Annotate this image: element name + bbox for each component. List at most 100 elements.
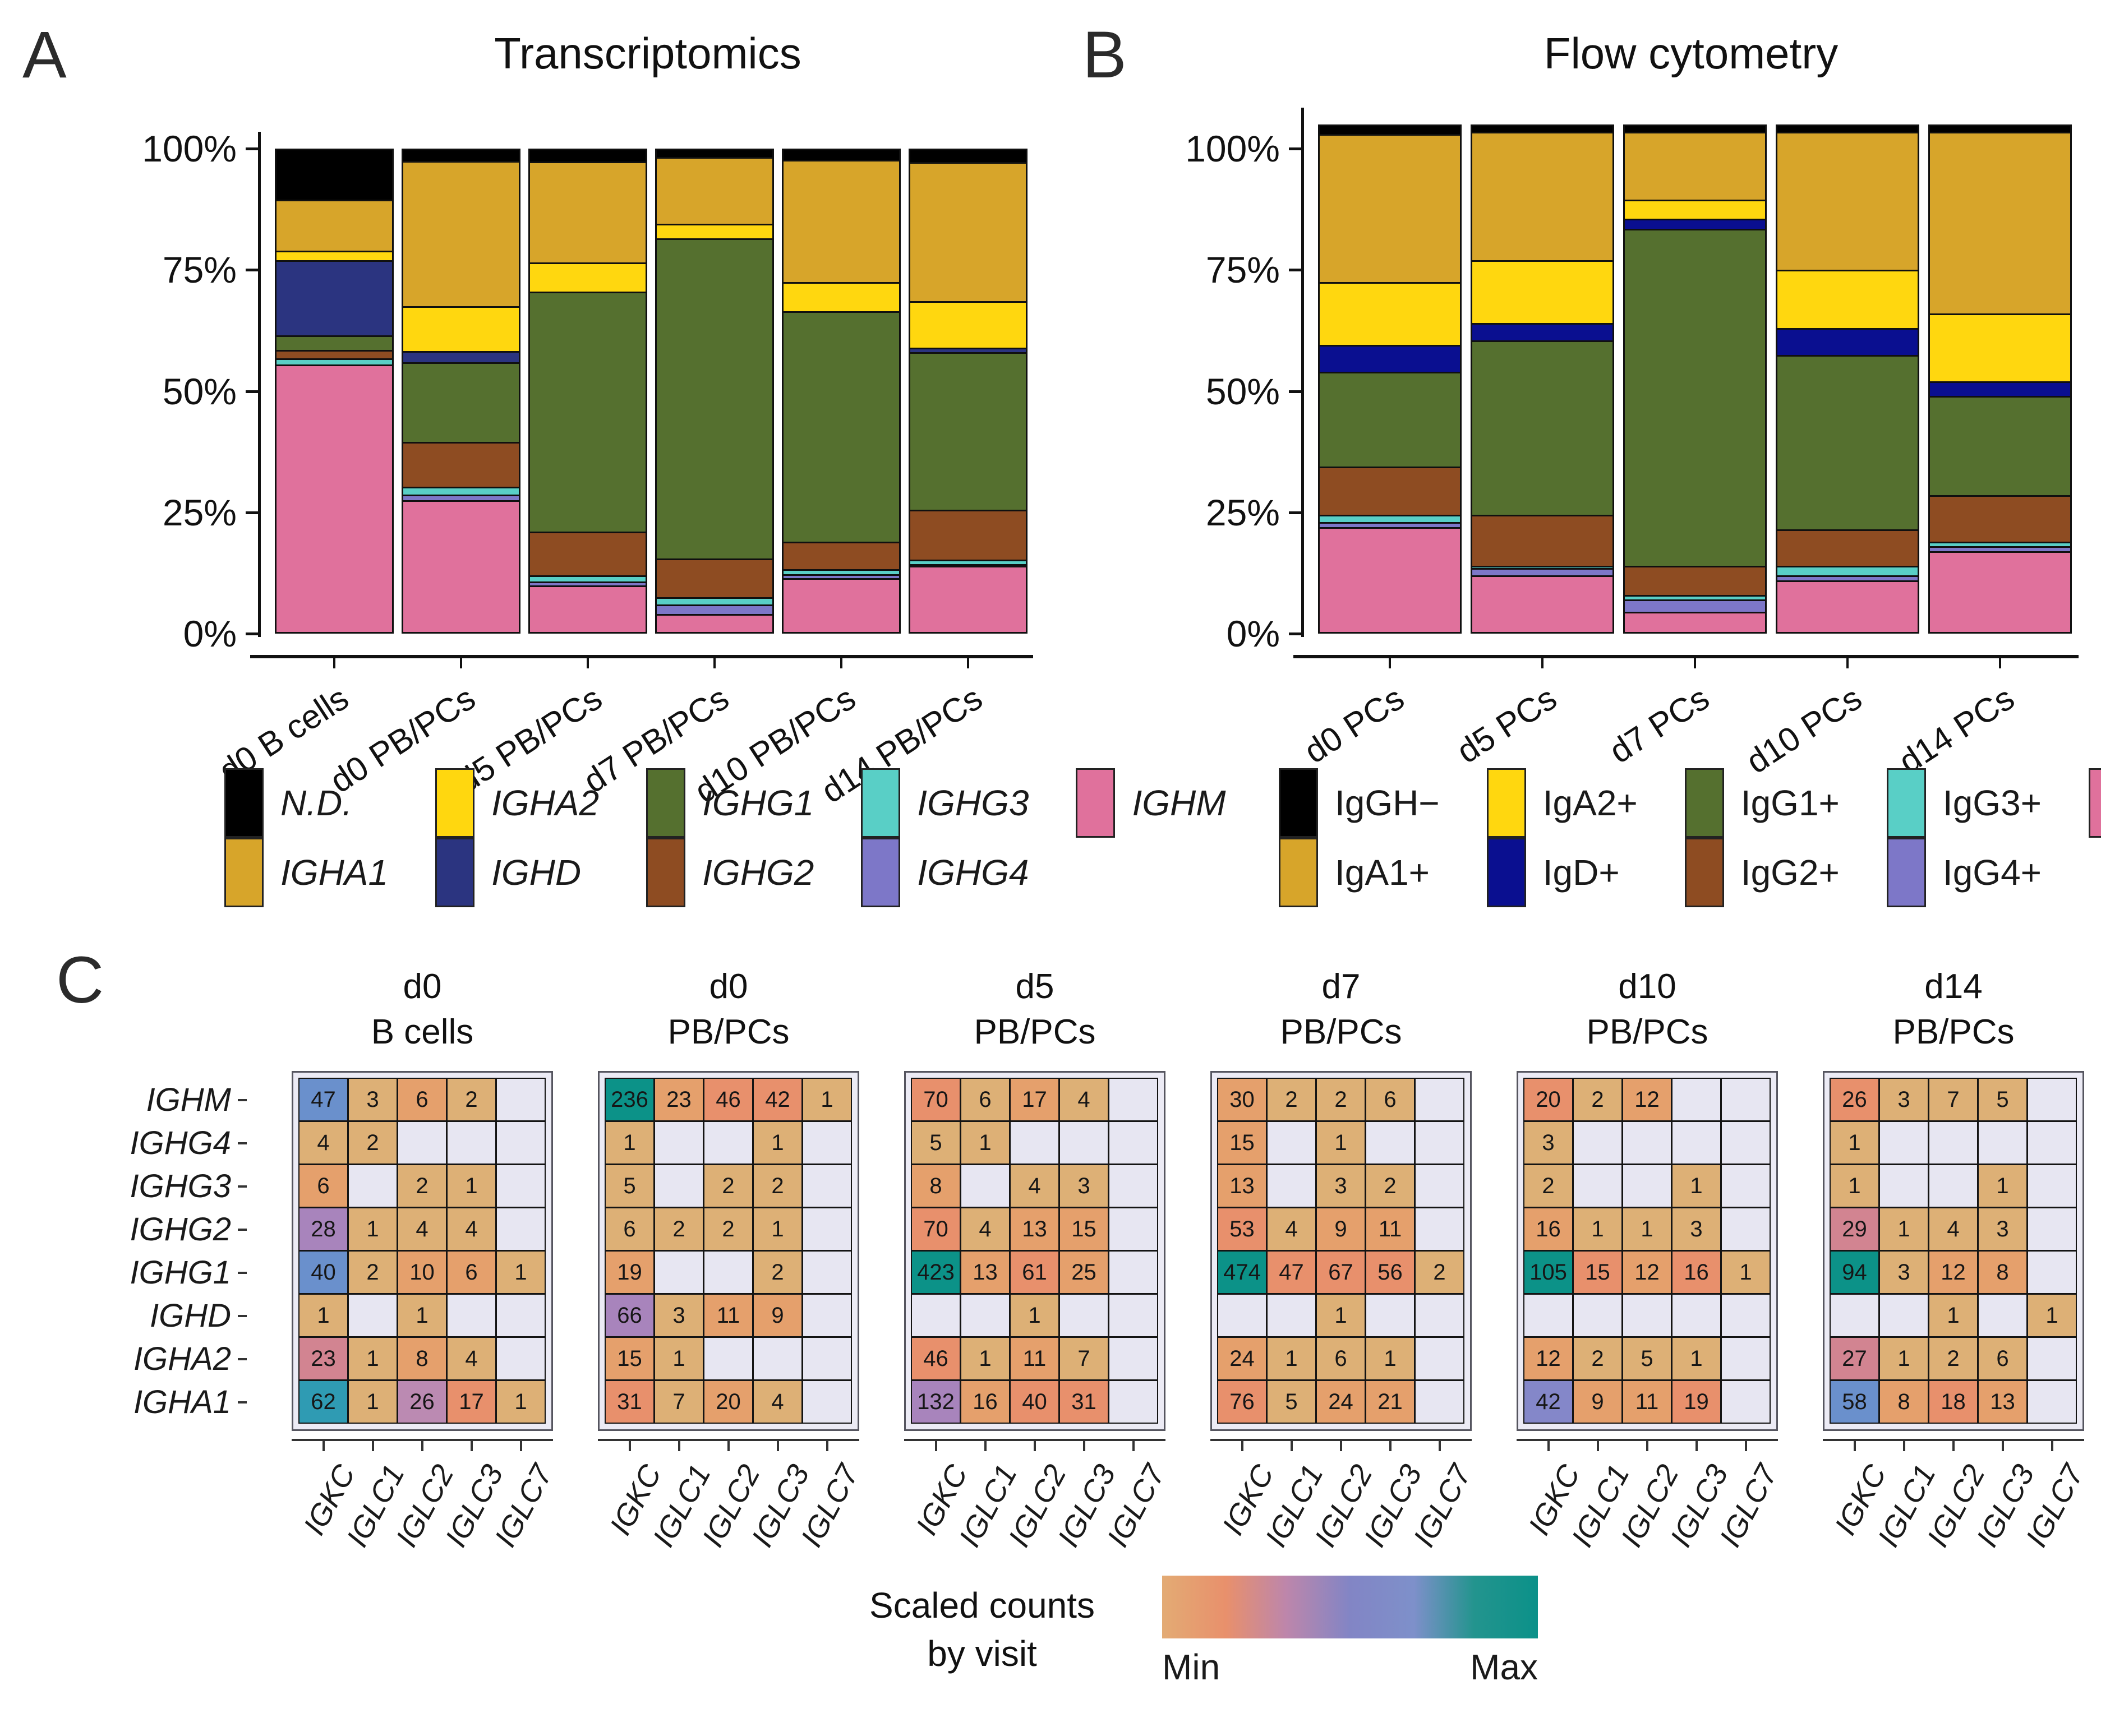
heatmap-cell: 27 [1830,1337,1879,1381]
heatmap-cell: 3 [1879,1250,1929,1294]
bar-segment-IGHG2 [402,442,520,488]
heatmap-cell: 40 [1010,1380,1059,1424]
bar-segment-IgD+ [1623,219,1767,230]
heatmap-cell: 24 [1316,1380,1366,1424]
heatmap-cell [1721,1164,1771,1208]
legend-item-IgM+: IgM+ [2089,768,2101,838]
bar-segment-IGHM [275,364,394,634]
heatmap-cell [1415,1164,1464,1208]
heatmap-cell: 6 [1316,1337,1366,1381]
heatmap-cell [802,1250,852,1294]
heatmap-cell [802,1294,852,1337]
legend-column: IgG3+IgG4+ [1886,768,2042,907]
heatmap-cell: 13 [960,1250,1010,1294]
heatmap-cell [496,1078,546,1121]
heatmap-cell: 1 [348,1337,398,1381]
legend-swatch-IGHA2 [435,768,475,838]
heatmap-cell: 8 [1978,1250,2028,1294]
heatmap-cell: 58 [1830,1380,1879,1424]
bar-segment-IgG2+ [1928,495,2072,543]
bar-segment-IgA1+ [1471,131,1614,262]
heatmap-cell [2027,1121,2077,1165]
heatmap-cell: 5 [911,1121,961,1165]
legend-item-IgG4+: IgG4+ [1886,838,2042,907]
heatmap-cell: 2 [397,1164,447,1208]
row-label-text: IGHM [146,1082,231,1118]
bar-segment-IGHA2 [528,262,647,294]
column-tick [1439,1441,1441,1451]
stacked-bar-d5 PB/PCs [528,149,647,634]
heatmap-cell: 2 [446,1078,496,1121]
row-tick [238,1401,247,1403]
legend-item-IgG2+: IgG2+ [1684,838,1840,907]
row-label-text: IGHD [150,1298,231,1334]
heatmap-cell: 23 [298,1337,348,1381]
heatmap-cell [960,1294,1010,1337]
legend-swatch-IgM+ [2089,768,2101,838]
legend-column: IgM+ [2089,768,2101,907]
heatmap-title-line2: B cells [371,1012,474,1051]
heatmap-cell [1671,1294,1721,1337]
bar-segment-IgG1+ [1318,371,1462,468]
bar-segment-IgGH− [1318,124,1462,136]
heatmap-cell [1622,1164,1672,1208]
column-tick [1952,1441,1955,1451]
legend-label: IgG4+ [1942,852,2042,893]
heatmap-cell [1721,1207,1771,1251]
y-tick [246,632,258,635]
heatmap-cell [1415,1380,1464,1424]
heatmap-cell: 94 [1830,1250,1879,1294]
heatmap-cell: 1 [1316,1294,1366,1337]
heatmap-cell: 1 [960,1121,1010,1165]
legend-title-line1: Scaled counts [869,1585,1095,1626]
heatmap-cell: 2 [1365,1164,1415,1208]
heatmap-cell [1415,1337,1464,1381]
flow-cytometry-legend: IgGH−IgA1+IgA2+IgD+IgG1+IgG2+IgG3+IgG4+I… [1279,768,2101,907]
heatmap-cell: 23 [654,1078,704,1121]
bar-segment-IgD+ [1928,381,2072,398]
column-tick [727,1441,730,1451]
column-tick [372,1441,374,1451]
heatmap-cell: 12 [1622,1250,1672,1294]
bar-segment-IGHM [782,578,901,634]
heatmap-cell [1879,1121,1929,1165]
heatmap-cell: 5 [1622,1337,1672,1381]
y-tick [246,390,258,393]
heatmap-cell: 6 [1978,1337,2028,1381]
heatmap-cell [1108,1294,1158,1337]
legend-swatch-IgA1+ [1279,838,1318,907]
heatmap-cell: 1 [1830,1121,1879,1165]
heatmap-cell: 2 [1523,1164,1573,1208]
heatmap-cell [960,1164,1010,1208]
heatmap-cell: 9 [1316,1207,1366,1251]
bar-segment-IGHG2 [528,532,647,578]
x-tick [587,657,589,668]
bar-segment-N.D. [655,149,774,159]
bar-segment-IGHG1 [402,362,520,444]
heatmap-cell [1217,1294,1267,1337]
gradient-bar [1162,1576,1538,1638]
heatmap-cell: 1 [1978,1164,2028,1208]
row-label-IGHA1: IGHA1 [133,1381,247,1424]
y-axis-line [258,132,261,637]
heatmap-cell [397,1121,447,1165]
legend-swatch-IgG4+ [1886,838,1926,907]
bar-segment-IgM+ [1623,612,1767,634]
x-tick [713,657,716,668]
column-tick [322,1441,325,1451]
heatmap-cell: 13 [1010,1207,1059,1251]
bar-segment-N.D. [528,149,647,164]
heatmap-title-line2: PB/PCs [1586,1012,1708,1051]
column-tick [678,1441,680,1451]
stacked-bar-d10 PB/PCs [782,149,901,634]
heatmap-cell: 15 [605,1337,655,1381]
panel-letter-a: A [22,18,67,92]
legend-swatch-N.D. [224,768,264,838]
heatmap-cell: 47 [1266,1250,1316,1294]
